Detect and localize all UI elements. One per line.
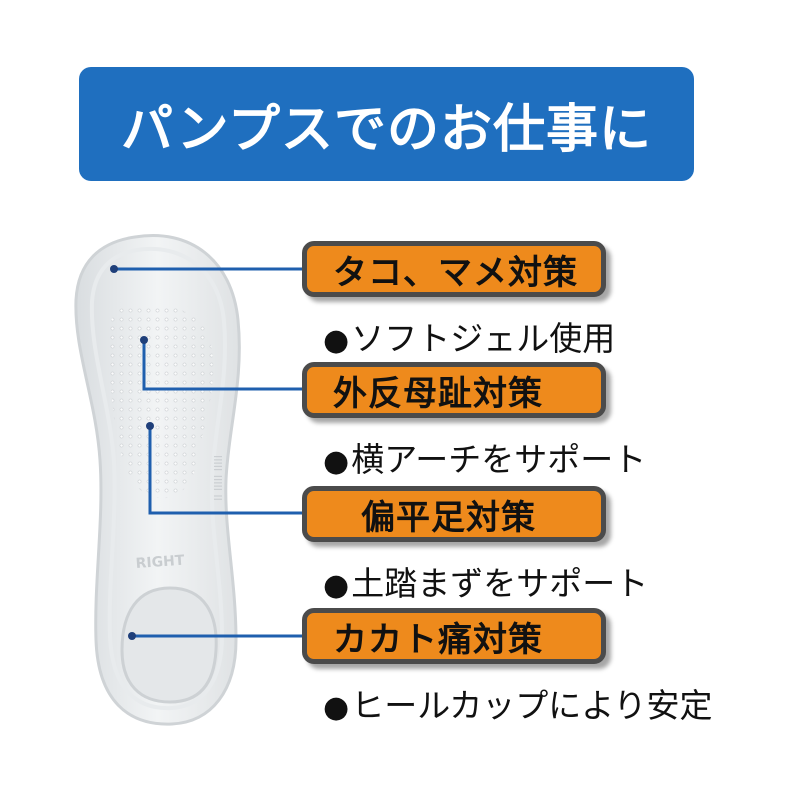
pointer-line-2 (142, 340, 306, 391)
pointer-dot-1 (110, 265, 118, 273)
feature-label-text: 外反母趾対策 (333, 373, 543, 414)
feature-label-heel: カカト痛対策 (302, 608, 606, 664)
page-title: パンプスでのお仕事に (120, 99, 653, 160)
svg-text:IIIII IIIII II: IIIII IIIII II (211, 455, 224, 501)
pointer-dot-3 (146, 422, 154, 430)
dotted-gel-zone (106, 303, 214, 499)
feature-label-text: カカト痛対策 (333, 619, 543, 660)
feature-desc-text: 土踏まずをサポート (351, 564, 649, 603)
feature-desc-text: ソフトジェル使用 (351, 319, 616, 358)
feature-label-bunion: 外反母趾対策 (302, 362, 606, 418)
feature-label-text: 偏平足対策 (361, 497, 536, 538)
bullet-icon: ● (323, 568, 350, 603)
feature-desc-heel: ●ヒールカップにより安定 (323, 679, 713, 727)
feature-desc-text: 横アーチをサポート (351, 440, 647, 479)
title-banner: パンプスでのお仕事に (79, 67, 694, 181)
pointer-line-3 (148, 426, 306, 515)
feature-label-corn: タコ、マメ対策 (302, 241, 606, 297)
insole-outline (74, 234, 241, 726)
bullet-icon: ● (323, 690, 350, 725)
insole-imprint: RIGHT (135, 553, 185, 572)
heel-cup (120, 586, 218, 704)
feature-label-text: タコ、マメ対策 (333, 252, 578, 293)
bullet-icon: ● (323, 444, 350, 479)
feature-label-flatfoot: 偏平足対策 (302, 486, 606, 542)
feature-desc-corn: ●ソフトジェル使用 (323, 312, 615, 360)
bullet-icon: ● (323, 323, 350, 358)
pointer-dot-4 (128, 632, 136, 640)
pointer-dot-2 (140, 336, 148, 344)
feature-desc-text: ヒールカップにより安定 (351, 686, 713, 725)
feature-desc-flatfoot: ●土踏まずをサポート (323, 557, 648, 605)
feature-desc-bunion: ●横アーチをサポート (323, 433, 646, 481)
